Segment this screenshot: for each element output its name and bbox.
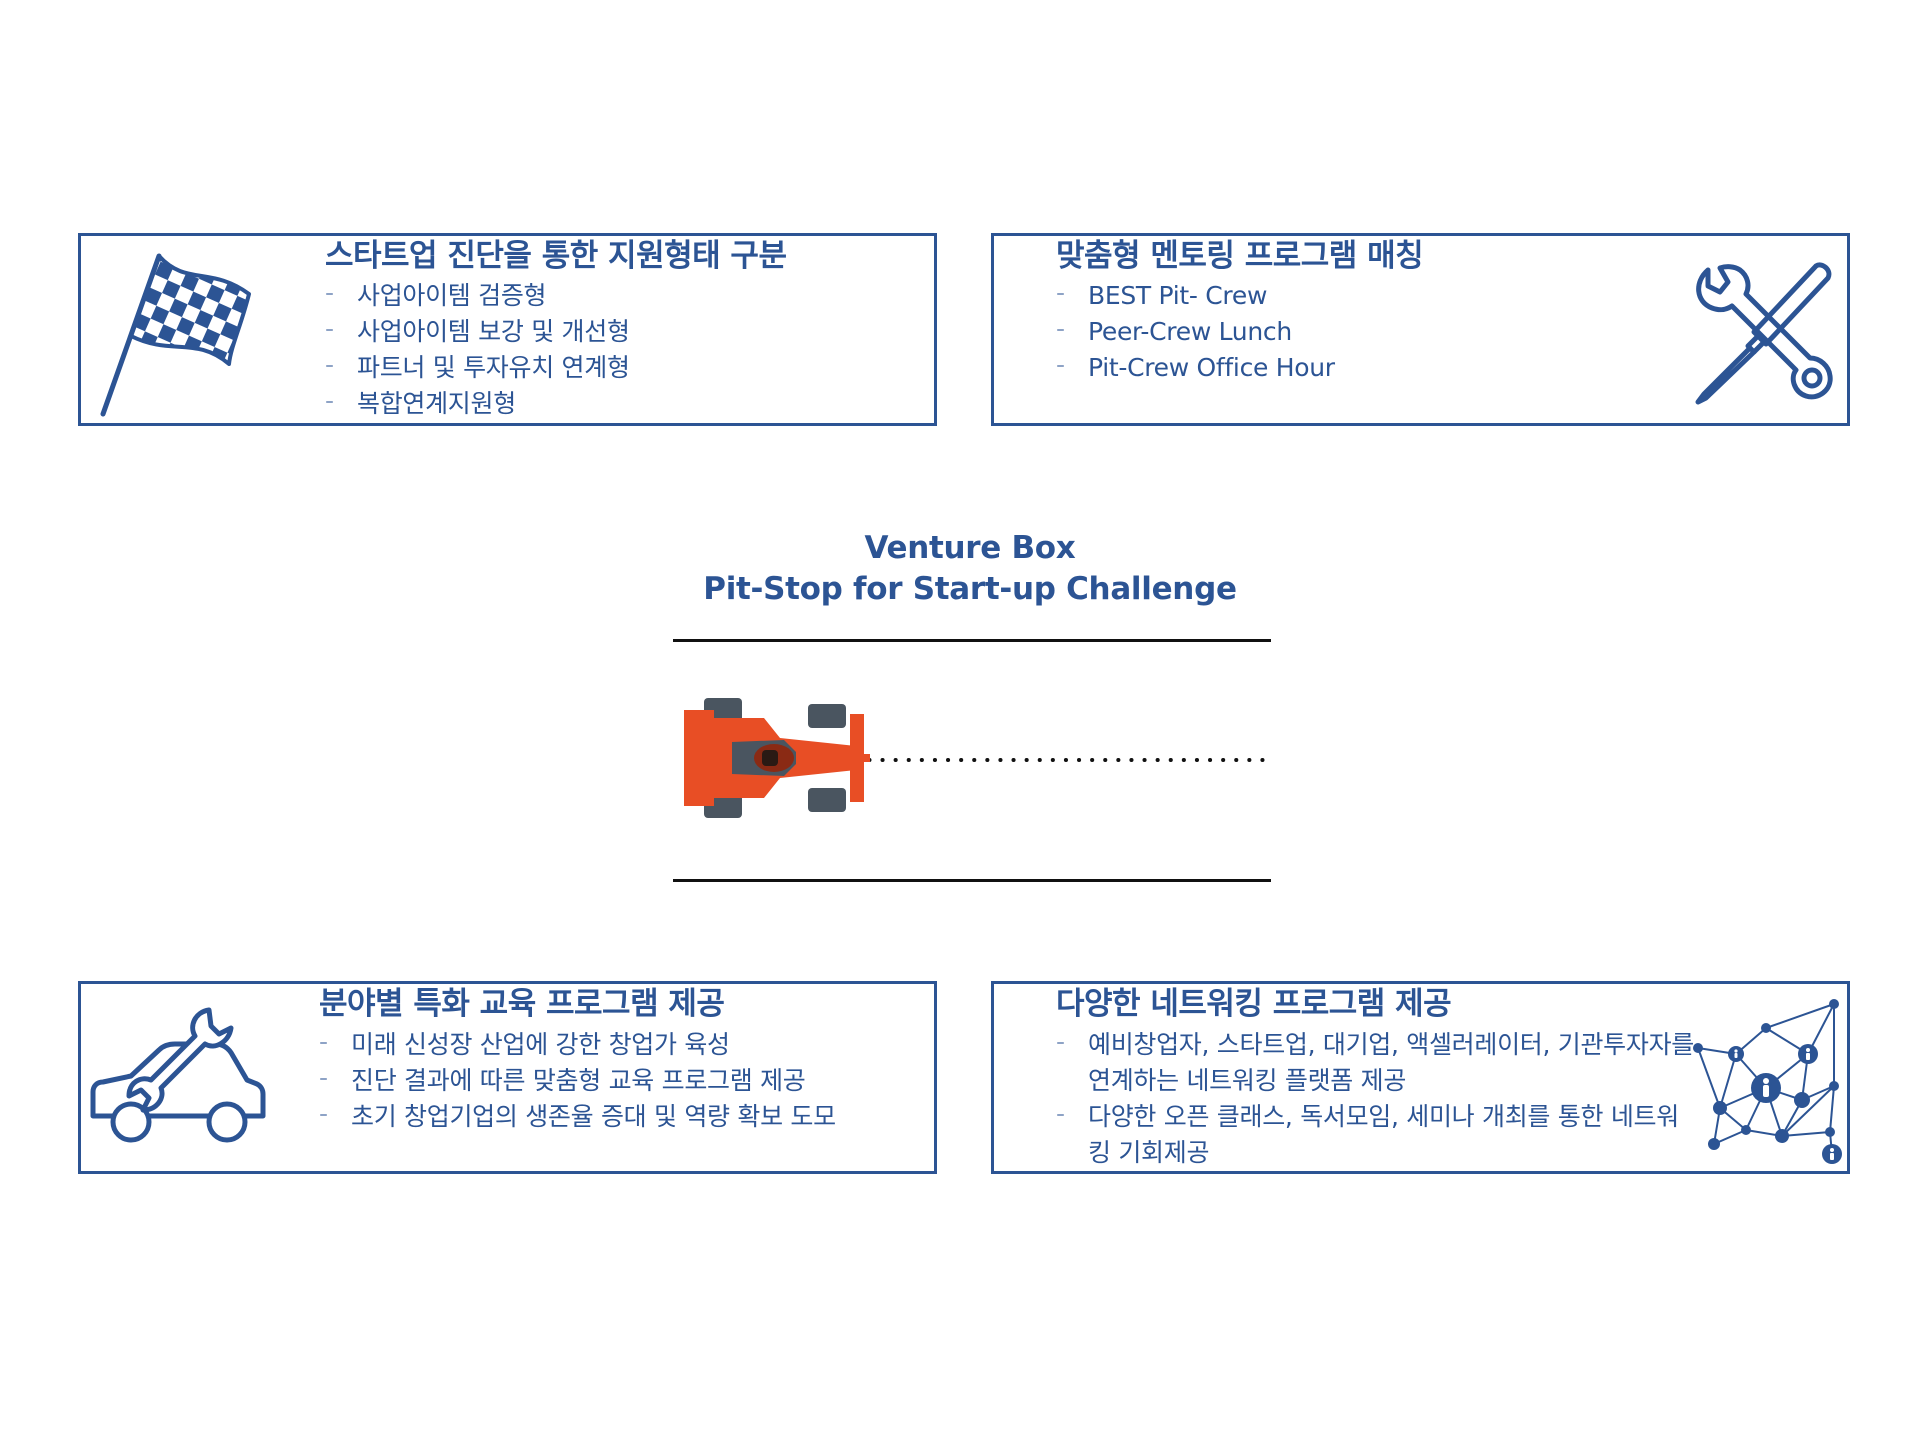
list-dash: -: [325, 314, 334, 343]
box-diagnosis-support-types: 스타트업 진단을 통한 지원형태 구분 -사업아이템 검증형 -사업아이템 보강…: [78, 233, 937, 426]
list-dash: -: [325, 386, 334, 415]
list-dash: -: [319, 1099, 328, 1128]
box-title: 분야별 특화 교육 프로그램 제공: [319, 986, 725, 1022]
list-dash: -: [325, 350, 334, 379]
list-dash: -: [319, 1063, 328, 1092]
box-title: 스타트업 진단을 통한 지원형태 구분: [325, 238, 787, 274]
list-item: -초기 창업기업의 생존율 증대 및 역량 확보 도모: [319, 1099, 909, 1135]
item-list: -사업아이템 검증형 -사업아이템 보강 및 개선형 -파트너 및 투자유치 연…: [325, 278, 905, 422]
list-item: -Pit-Crew Office Hour: [1056, 350, 1656, 386]
box-networking-programs: 다양한 네트워킹 프로그램 제공 -예비창업자, 스타트업, 대기업, 액셀러레…: [991, 981, 1850, 1174]
item-list: -미래 신성장 산업에 강한 창업가 육성 -진단 결과에 따른 맞춤형 교육 …: [319, 1027, 909, 1135]
list-item: -사업아이템 보강 및 개선형: [325, 314, 905, 350]
list-item: -사업아이템 검증형: [325, 278, 905, 314]
track-top-line: [673, 639, 1271, 642]
list-item: -예비창업자, 스타트업, 대기업, 액셀러레이터, 기관투자자를 연계하는 네…: [1056, 1027, 1696, 1099]
list-dash: -: [1056, 278, 1065, 307]
list-item: -Peer-Crew Lunch: [1056, 314, 1656, 350]
center-title: Venture Box Pit-Stop for Start-up Challe…: [640, 528, 1300, 610]
box-title: 다양한 네트워킹 프로그램 제공: [1056, 986, 1452, 1022]
list-item: -진단 결과에 따른 맞춤형 교육 프로그램 제공: [319, 1063, 909, 1099]
item-list: -예비창업자, 스타트업, 대기업, 액셀러레이터, 기관투자자를 연계하는 네…: [1056, 1027, 1696, 1171]
list-dash: -: [319, 1027, 328, 1056]
center-title-line2: Pit-Stop for Start-up Challenge: [703, 571, 1237, 607]
list-item: -BEST Pit- Crew: [1056, 278, 1656, 314]
race-car-icon: [684, 698, 870, 818]
list-item: -다양한 오픈 클래스, 독서모임, 세미나 개최를 통한 네트워킹 기회제공: [1056, 1099, 1696, 1171]
list-dash: -: [1056, 350, 1065, 379]
wrench-screwdriver-icon: [1695, 262, 1833, 405]
car-repair-icon: [90, 1007, 266, 1143]
center-title-line1: Venture Box: [864, 530, 1076, 566]
box-title: 맞춤형 멘토링 프로그램 매칭: [1056, 238, 1424, 274]
checkered-flag-icon: [100, 253, 251, 417]
list-dash: -: [1056, 1027, 1065, 1056]
item-list: -BEST Pit- Crew -Peer-Crew Lunch -Pit-Cr…: [1056, 278, 1656, 386]
list-item: -파트너 및 투자유치 연계형: [325, 350, 905, 386]
list-item: -복합연계지원형: [325, 386, 905, 422]
track-bottom-line: [673, 879, 1271, 882]
box-mentoring-matching: 맞춤형 멘토링 프로그램 매칭 -BEST Pit- Crew -Peer-Cr…: [991, 233, 1850, 426]
list-dash: -: [1056, 314, 1065, 343]
people-network-icon: [1693, 999, 1842, 1164]
list-dash: -: [1056, 1099, 1065, 1128]
list-dash: -: [325, 278, 334, 307]
box-specialized-education: 분야별 특화 교육 프로그램 제공 -미래 신성장 산업에 강한 창업가 육성 …: [78, 981, 937, 1174]
list-item: -미래 신성장 산업에 강한 창업가 육성: [319, 1027, 909, 1063]
